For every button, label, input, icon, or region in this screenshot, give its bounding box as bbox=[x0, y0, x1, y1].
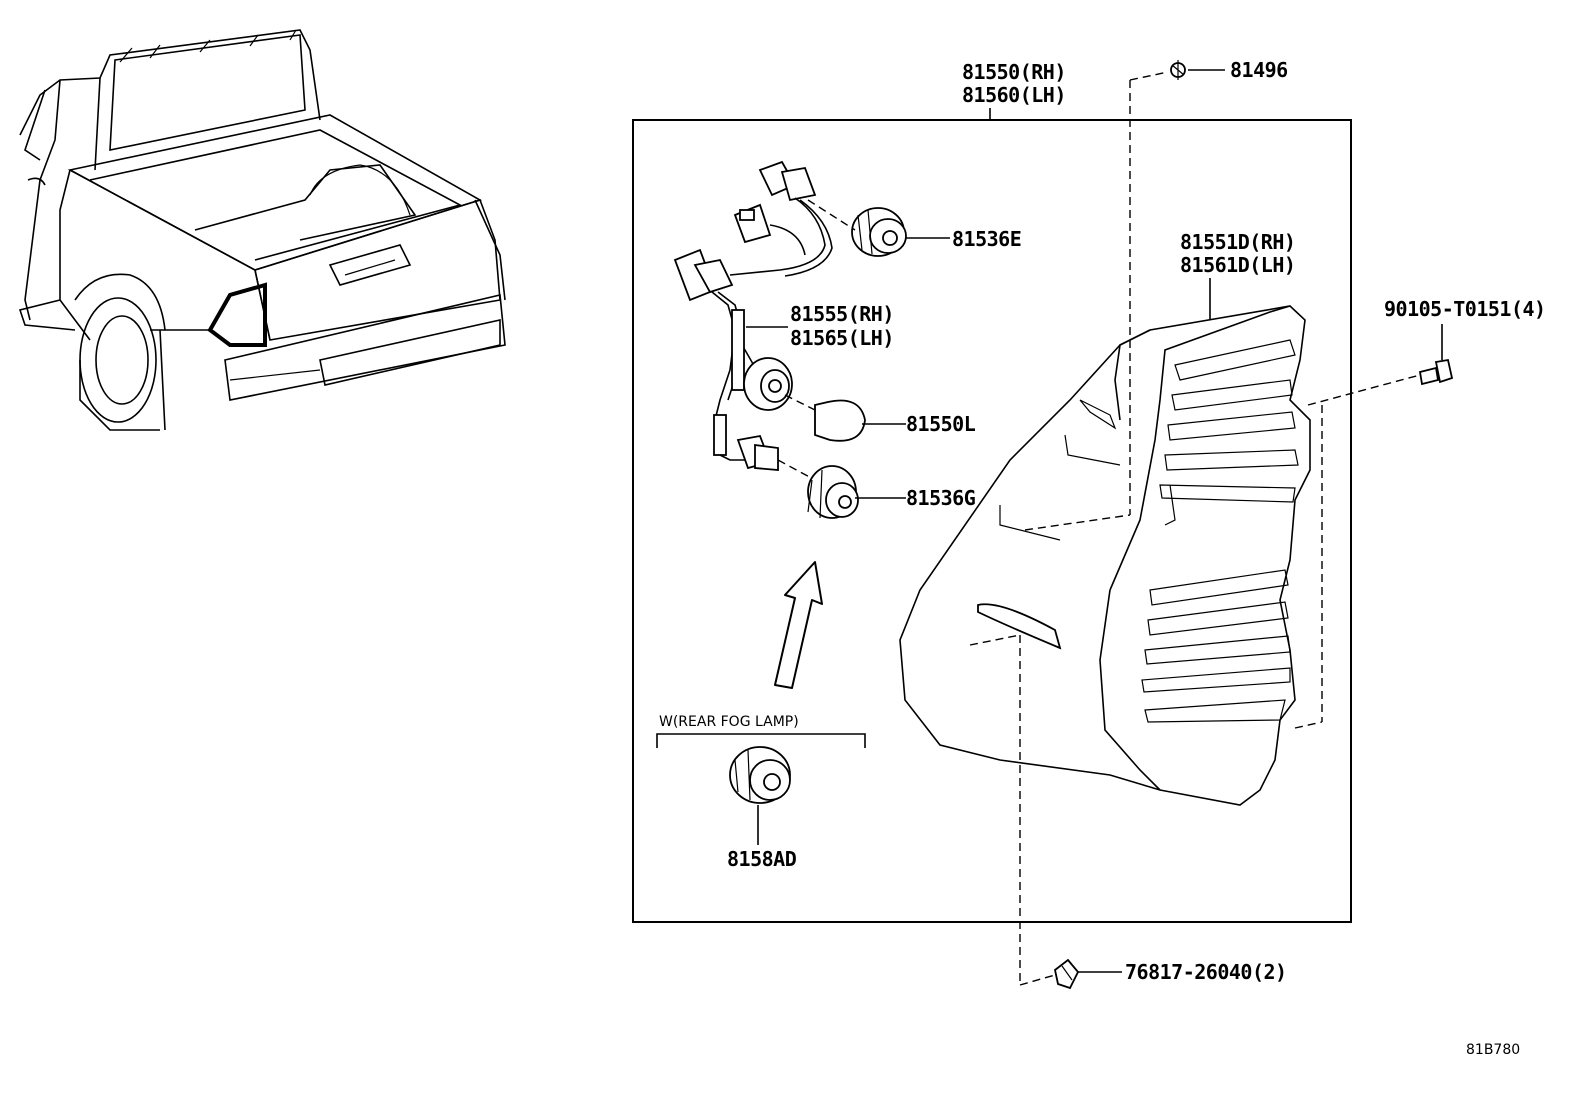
label-fog-socket: 8158AD bbox=[727, 847, 797, 871]
label-fog-condition: W(REAR FOG LAMP) bbox=[659, 714, 799, 730]
label-wire-rh: 81555(RH) bbox=[790, 302, 894, 326]
bolt-90105 bbox=[1418, 324, 1454, 386]
label-lens-rh: 81551D(RH) bbox=[1180, 230, 1295, 254]
install-direction-arrow bbox=[774, 561, 823, 689]
clip-76817 bbox=[1054, 958, 1080, 990]
tail-lamp-lens bbox=[899, 305, 1311, 806]
bulb-81550l bbox=[784, 394, 866, 442]
wiring-harness bbox=[673, 160, 833, 471]
socket-81536g bbox=[777, 459, 859, 519]
label-lens-lh: 81561D(LH) bbox=[1180, 253, 1295, 277]
socket-81536e bbox=[807, 199, 907, 257]
label-clip-76817: 76817-26040(2) bbox=[1125, 960, 1287, 984]
label-assembly-rh: 81550(RH) bbox=[962, 60, 1066, 84]
screw-81496 bbox=[1170, 60, 1186, 80]
figure-code: 81B780 bbox=[1466, 1042, 1520, 1058]
fog-lamp-group bbox=[656, 733, 866, 845]
label-screw-81496: 81496 bbox=[1230, 58, 1288, 82]
leader-lines bbox=[746, 69, 1225, 973]
assembly-frame bbox=[632, 119, 1352, 923]
label-bulb-81550l: 81550L bbox=[906, 412, 976, 436]
label-socket-81536g: 81536G bbox=[906, 486, 976, 510]
label-socket-81536e: 81536E bbox=[952, 227, 1021, 251]
label-wire-lh: 81565(LH) bbox=[790, 326, 894, 350]
bulb-holder bbox=[743, 357, 793, 411]
label-bolt-90105: 90105-T0151(4) bbox=[1384, 297, 1546, 321]
truck-rear-illustration bbox=[18, 29, 506, 431]
label-assembly-lh: 81560(LH) bbox=[962, 83, 1066, 107]
